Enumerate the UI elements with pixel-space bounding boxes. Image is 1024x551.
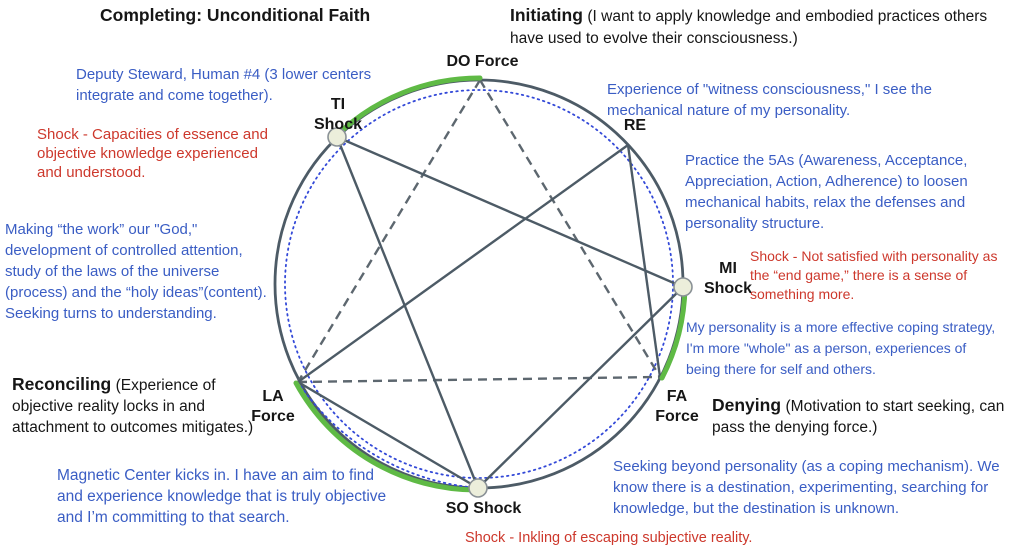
heading-completing: Completing: Unconditional Faith — [100, 5, 371, 25]
chord-re-fa — [626, 144, 662, 378]
label-re: RE — [623, 117, 647, 134]
chord-re-la — [297, 144, 629, 383]
reconciling-term: Reconciling — [12, 374, 112, 394]
node-mi-shock — [673, 277, 693, 297]
heading-reconciling: Reconciling (Experience of objective rea… — [12, 374, 268, 438]
dashed-line-do-fa — [478, 79, 662, 378]
label-ti-shock: TI Shock — [313, 96, 362, 133]
annotation-shock-ti: Shock - Capacities of essence and object… — [37, 126, 268, 181]
annotation-five-as: Practice the 5As (Awareness, Acceptance,… — [685, 152, 968, 232]
green-arc-ti-do — [333, 75, 483, 139]
annotation-shock-mi: Shock - Not satisfied with personality a… — [750, 248, 998, 302]
initiating-desc: (I want to apply knowledge and embodied … — [510, 8, 988, 47]
annotation-magnetic-center: Magnetic Center kicks in. I have an aim … — [57, 467, 387, 526]
annotation-whole-person: My personality is a more effective copin… — [686, 319, 996, 377]
label-so-shock: SO Shock — [445, 500, 522, 517]
denying-term: Denying — [712, 395, 782, 415]
chord-la-so — [297, 380, 479, 490]
label-mi-shock: MI Shock — [703, 260, 752, 297]
label-la-force: LA Force — [251, 388, 295, 425]
initiating-term: Initiating — [510, 5, 583, 25]
dashed-line-la-fa — [297, 375, 661, 384]
heading-initiating: Initiating (I want to apply knowledge an… — [510, 4, 1022, 50]
label-do-force: DO Force — [446, 53, 519, 70]
denying-desc: (Motivation to start seeking, can pass t… — [712, 398, 1005, 436]
annotation-witness: Experience of "witness consciousness," I… — [607, 81, 932, 119]
chord-ti-so — [335, 136, 480, 489]
inner-dotted-circle — [284, 89, 674, 479]
annotation-shock-so: Shock - Inkling of escaping subjective r… — [465, 530, 753, 546]
green-arc-la-so — [293, 380, 481, 493]
annotation-seeking-beyond: Seeking beyond personality (as a coping … — [613, 458, 1000, 517]
node-so-shock — [468, 478, 488, 498]
label-fa-force: FA Force — [655, 388, 699, 425]
reconciling-desc: (Experience of objective reality locks i… — [12, 377, 254, 436]
heading-denying: Denying (Motivation to start seeking, ca… — [712, 395, 1014, 438]
chord-ti-mi — [336, 135, 684, 289]
node-ti-shock — [327, 127, 347, 147]
dashed-line-do-la — [296, 79, 482, 383]
dotted-arc-la-so — [297, 381, 479, 489]
annotation-making-work: Making “the work” our "God," development… — [5, 221, 267, 322]
annotation-deputy-steward: Deputy Steward, Human #4 (3 lower center… — [76, 66, 372, 104]
chord-mi-so — [477, 286, 684, 489]
